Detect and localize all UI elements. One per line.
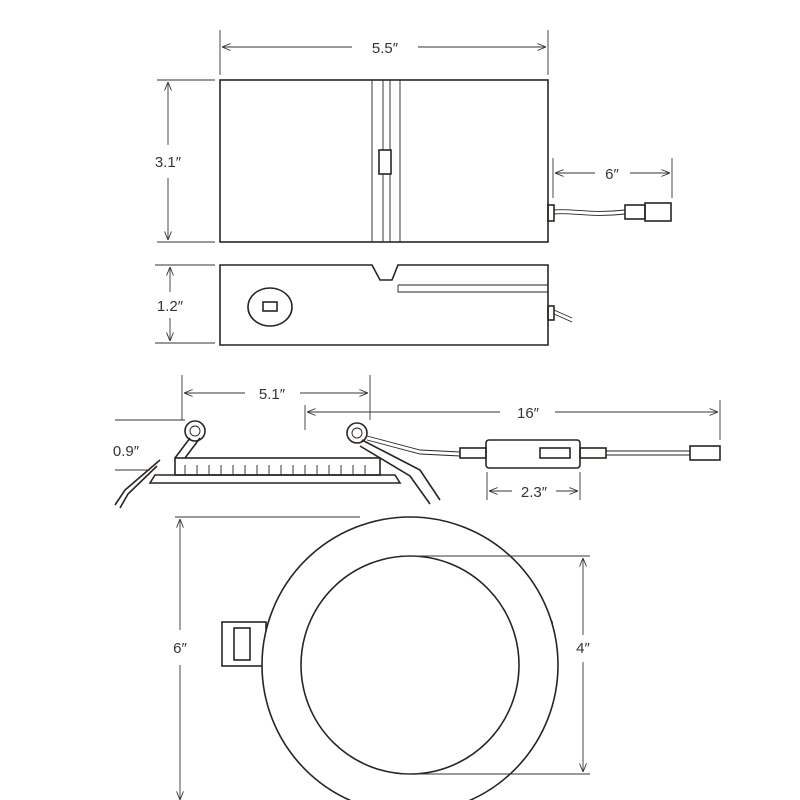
junction-box-top-view: 5.5″ 3.1″ 6″ bbox=[155, 30, 673, 243]
panel-front-view: 6″ 4″ bbox=[173, 516, 591, 800]
cable-connector bbox=[547, 202, 672, 222]
cable-length-label: 16″ bbox=[517, 405, 540, 422]
width-label: 5.5″ bbox=[372, 40, 399, 57]
panel-profile-view: 5.1″ 16″ 0.9″ 2.3″ bbox=[113, 375, 721, 509]
inner-diameter-label: 4″ bbox=[576, 640, 590, 657]
outer-diameter-label: 6″ bbox=[173, 640, 187, 657]
driver-box bbox=[459, 439, 721, 469]
panel-width-label: 5.1″ bbox=[259, 386, 286, 403]
height-label: 3.1″ bbox=[155, 154, 182, 171]
junction-box-side-view: 1.2″ bbox=[155, 264, 573, 346]
driver-label: 2.3″ bbox=[521, 484, 548, 501]
cable-label: 6″ bbox=[605, 166, 619, 183]
depth-label: 0.9″ bbox=[113, 443, 140, 460]
side-height-label: 1.2″ bbox=[157, 298, 184, 315]
